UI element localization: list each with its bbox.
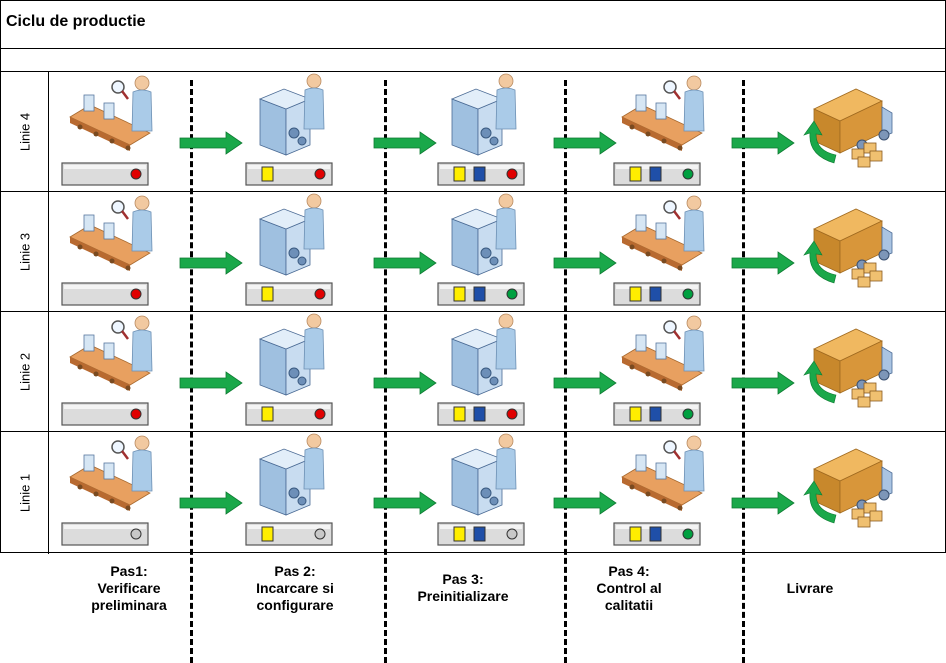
step-label-3: Pas 3: Preinitializare (398, 571, 528, 605)
lane-linie-1: Linie 1 (1, 432, 946, 554)
phase-divider (742, 80, 745, 663)
step-desc: Incarcare si (256, 580, 334, 596)
step-name: Livrare (786, 580, 834, 596)
step-name: Pas 4: (608, 563, 650, 579)
step-name: Pas 2: (274, 563, 316, 579)
lane-label-cell: Linie 1 (1, 432, 49, 554)
diagram-header: Ciclu de productie (0, 0, 946, 49)
lane-linie-4: Linie 4 (1, 72, 946, 192)
step-desc: configurare (256, 597, 334, 613)
step-desc: calitatii (604, 597, 654, 613)
step-label-2: Pas 2: Incarcare si configurare (230, 563, 360, 614)
lane-linie-3: Linie 3 (1, 192, 946, 312)
lane-label: Linie 1 (17, 473, 33, 513)
step-desc: Preinitializare (417, 588, 509, 604)
lane-linie-2: Linie 2 (1, 312, 946, 432)
lane-label-cell: Linie 2 (1, 312, 49, 431)
step-desc: Verificare (97, 580, 161, 596)
header-spacer-row (0, 48, 946, 72)
step-label-5: Livrare (745, 580, 875, 597)
phase-divider (384, 80, 387, 663)
step-name: Pas1: (110, 563, 148, 579)
lane-label-cell: Linie 4 (1, 72, 49, 191)
step-name: Pas 3: (442, 571, 484, 587)
step-label-4: Pas 4: Control al calitatii (564, 563, 694, 614)
step-desc: preliminara (91, 597, 167, 613)
lane-label-cell: Linie 3 (1, 192, 49, 311)
lane-label: Linie 2 (17, 352, 33, 391)
step-desc: Control al (596, 580, 662, 596)
step-label-1: Pas1: Verificare preliminara (64, 563, 194, 614)
lane-area: Linie 4 Linie 3 Linie 2 Linie 1 (0, 71, 946, 554)
lane-label: Linie 4 (17, 112, 33, 151)
lane-label: Linie 3 (17, 232, 33, 271)
diagram-title: Ciclu de productie (6, 13, 146, 30)
